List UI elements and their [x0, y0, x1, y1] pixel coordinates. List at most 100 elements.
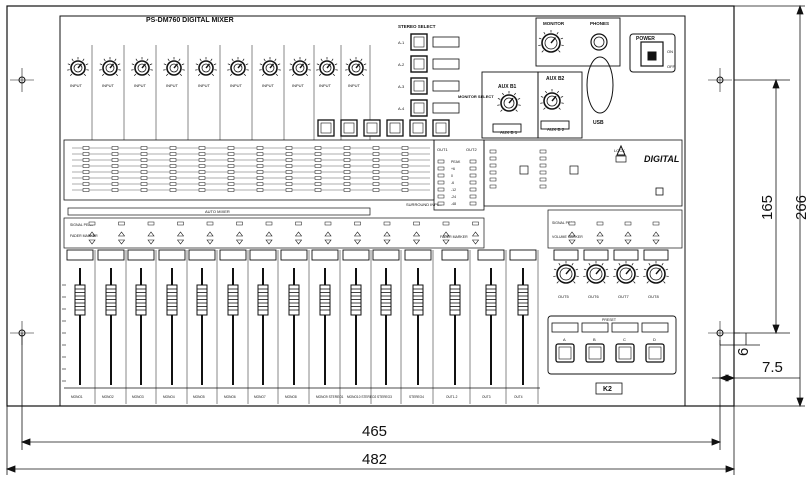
out-name-plate [643, 249, 669, 261]
signal-led [206, 221, 214, 226]
aux-b2-box [537, 71, 583, 139]
out-name-plate [553, 249, 579, 261]
assign-led [314, 176, 322, 180]
volume-marker-down [624, 239, 632, 245]
assign-led [82, 188, 90, 192]
fader-marker-up [147, 231, 155, 237]
aux-b2-button-label: AUX B 2 [547, 127, 565, 132]
assign-led [372, 152, 380, 156]
fader-label: MONO5 [193, 395, 205, 399]
channel-name-plate [66, 249, 94, 261]
channel-name-plate [127, 249, 155, 261]
fader-marker-up [88, 231, 96, 237]
preset-button [645, 343, 665, 363]
meter-mark: -48 [451, 202, 456, 206]
signal-led [88, 221, 96, 226]
input-gain-knob [316, 57, 338, 77]
assign-led [198, 176, 206, 180]
assign-led [285, 188, 293, 192]
assign-led [169, 158, 177, 162]
meter-mark: -12 [451, 188, 456, 192]
assign-led [227, 188, 235, 192]
out-name-plate [613, 249, 639, 261]
assign-led [256, 176, 264, 180]
fader-marker-down [324, 239, 332, 245]
out-volume-knob [613, 261, 639, 284]
out-meter-led [437, 194, 445, 199]
preset-box [547, 315, 677, 375]
input-label: INPUT [102, 83, 115, 88]
channel-name-plate [404, 249, 432, 261]
auto-mixer-label: AUTO MIXER [205, 209, 230, 214]
assign-led [314, 164, 322, 168]
assign-led [82, 152, 90, 156]
out-meter-led [469, 180, 477, 185]
out-meter-led [469, 187, 477, 192]
aux-b2-knob [540, 89, 564, 110]
assign-led [169, 176, 177, 180]
channel-fader [196, 268, 208, 385]
signal-led [118, 221, 125, 226]
out-knob-label: OUT7 [618, 294, 629, 299]
fader-marker-label: FADER MARKER [70, 234, 98, 238]
assign-led [401, 164, 409, 168]
assign-led [111, 182, 119, 186]
routing-led [489, 177, 497, 182]
stereo-select-id: A-1 [398, 40, 405, 45]
assign-led [401, 158, 409, 162]
input-label: INPUT [134, 83, 147, 88]
channel-name-plate [249, 249, 277, 261]
assign-led [343, 164, 351, 168]
channel-fader [105, 268, 117, 385]
dim-hole-offset: 6 [735, 348, 752, 356]
routing-block [483, 139, 683, 207]
fader-marker-down [383, 239, 391, 245]
input-gain-knob [259, 57, 281, 77]
routing-led [539, 177, 547, 182]
channel-name-plate [219, 249, 247, 261]
stereo-select-label-box [432, 80, 460, 92]
fader-marker-up [265, 231, 273, 237]
stereo-select-label-box [432, 58, 460, 70]
signal-led [413, 221, 420, 226]
assign-led [169, 188, 177, 192]
input-label: INPUT [198, 83, 211, 88]
assign-led [169, 164, 177, 168]
fader-marker-down [206, 239, 214, 245]
lock-label: LOCK [614, 148, 625, 153]
input-gain-knob [99, 57, 121, 77]
out-volume-knob [643, 261, 669, 284]
out-knob-label: OUT6 [588, 294, 599, 299]
fader-label: MONO4 [163, 395, 175, 399]
dim-width-inner: 465 [362, 423, 387, 440]
assign-led [198, 152, 206, 156]
input-label: INPUT [319, 83, 332, 88]
assign-led [82, 146, 90, 150]
out-l-label: OUT1 [437, 147, 448, 152]
assign-led [227, 146, 235, 150]
routing-led [539, 156, 547, 161]
out-meter-led [437, 166, 445, 171]
assign-led [169, 170, 177, 174]
usb-port [586, 56, 614, 114]
input-label: INPUT [262, 83, 275, 88]
fader-marker-down [147, 239, 155, 245]
assign-led [285, 152, 293, 156]
assign-led [256, 170, 264, 174]
fader-marker-up [412, 231, 421, 237]
monitor-select-button [432, 119, 450, 137]
assign-led [198, 182, 206, 186]
fader-marker-down [117, 239, 126, 245]
power-label: POWER [636, 36, 655, 42]
aux-b1-button [492, 123, 522, 133]
assign-led [227, 182, 235, 186]
channel-fader [517, 268, 529, 385]
input-gain-knob [227, 57, 249, 77]
monitor-select-button [340, 119, 358, 137]
assign-led [82, 158, 90, 162]
input-gain-knob [345, 57, 367, 77]
channel-name-plate [509, 249, 537, 261]
assign-led [285, 182, 293, 186]
fader-label: MONO9 STEREO1 [316, 395, 344, 399]
